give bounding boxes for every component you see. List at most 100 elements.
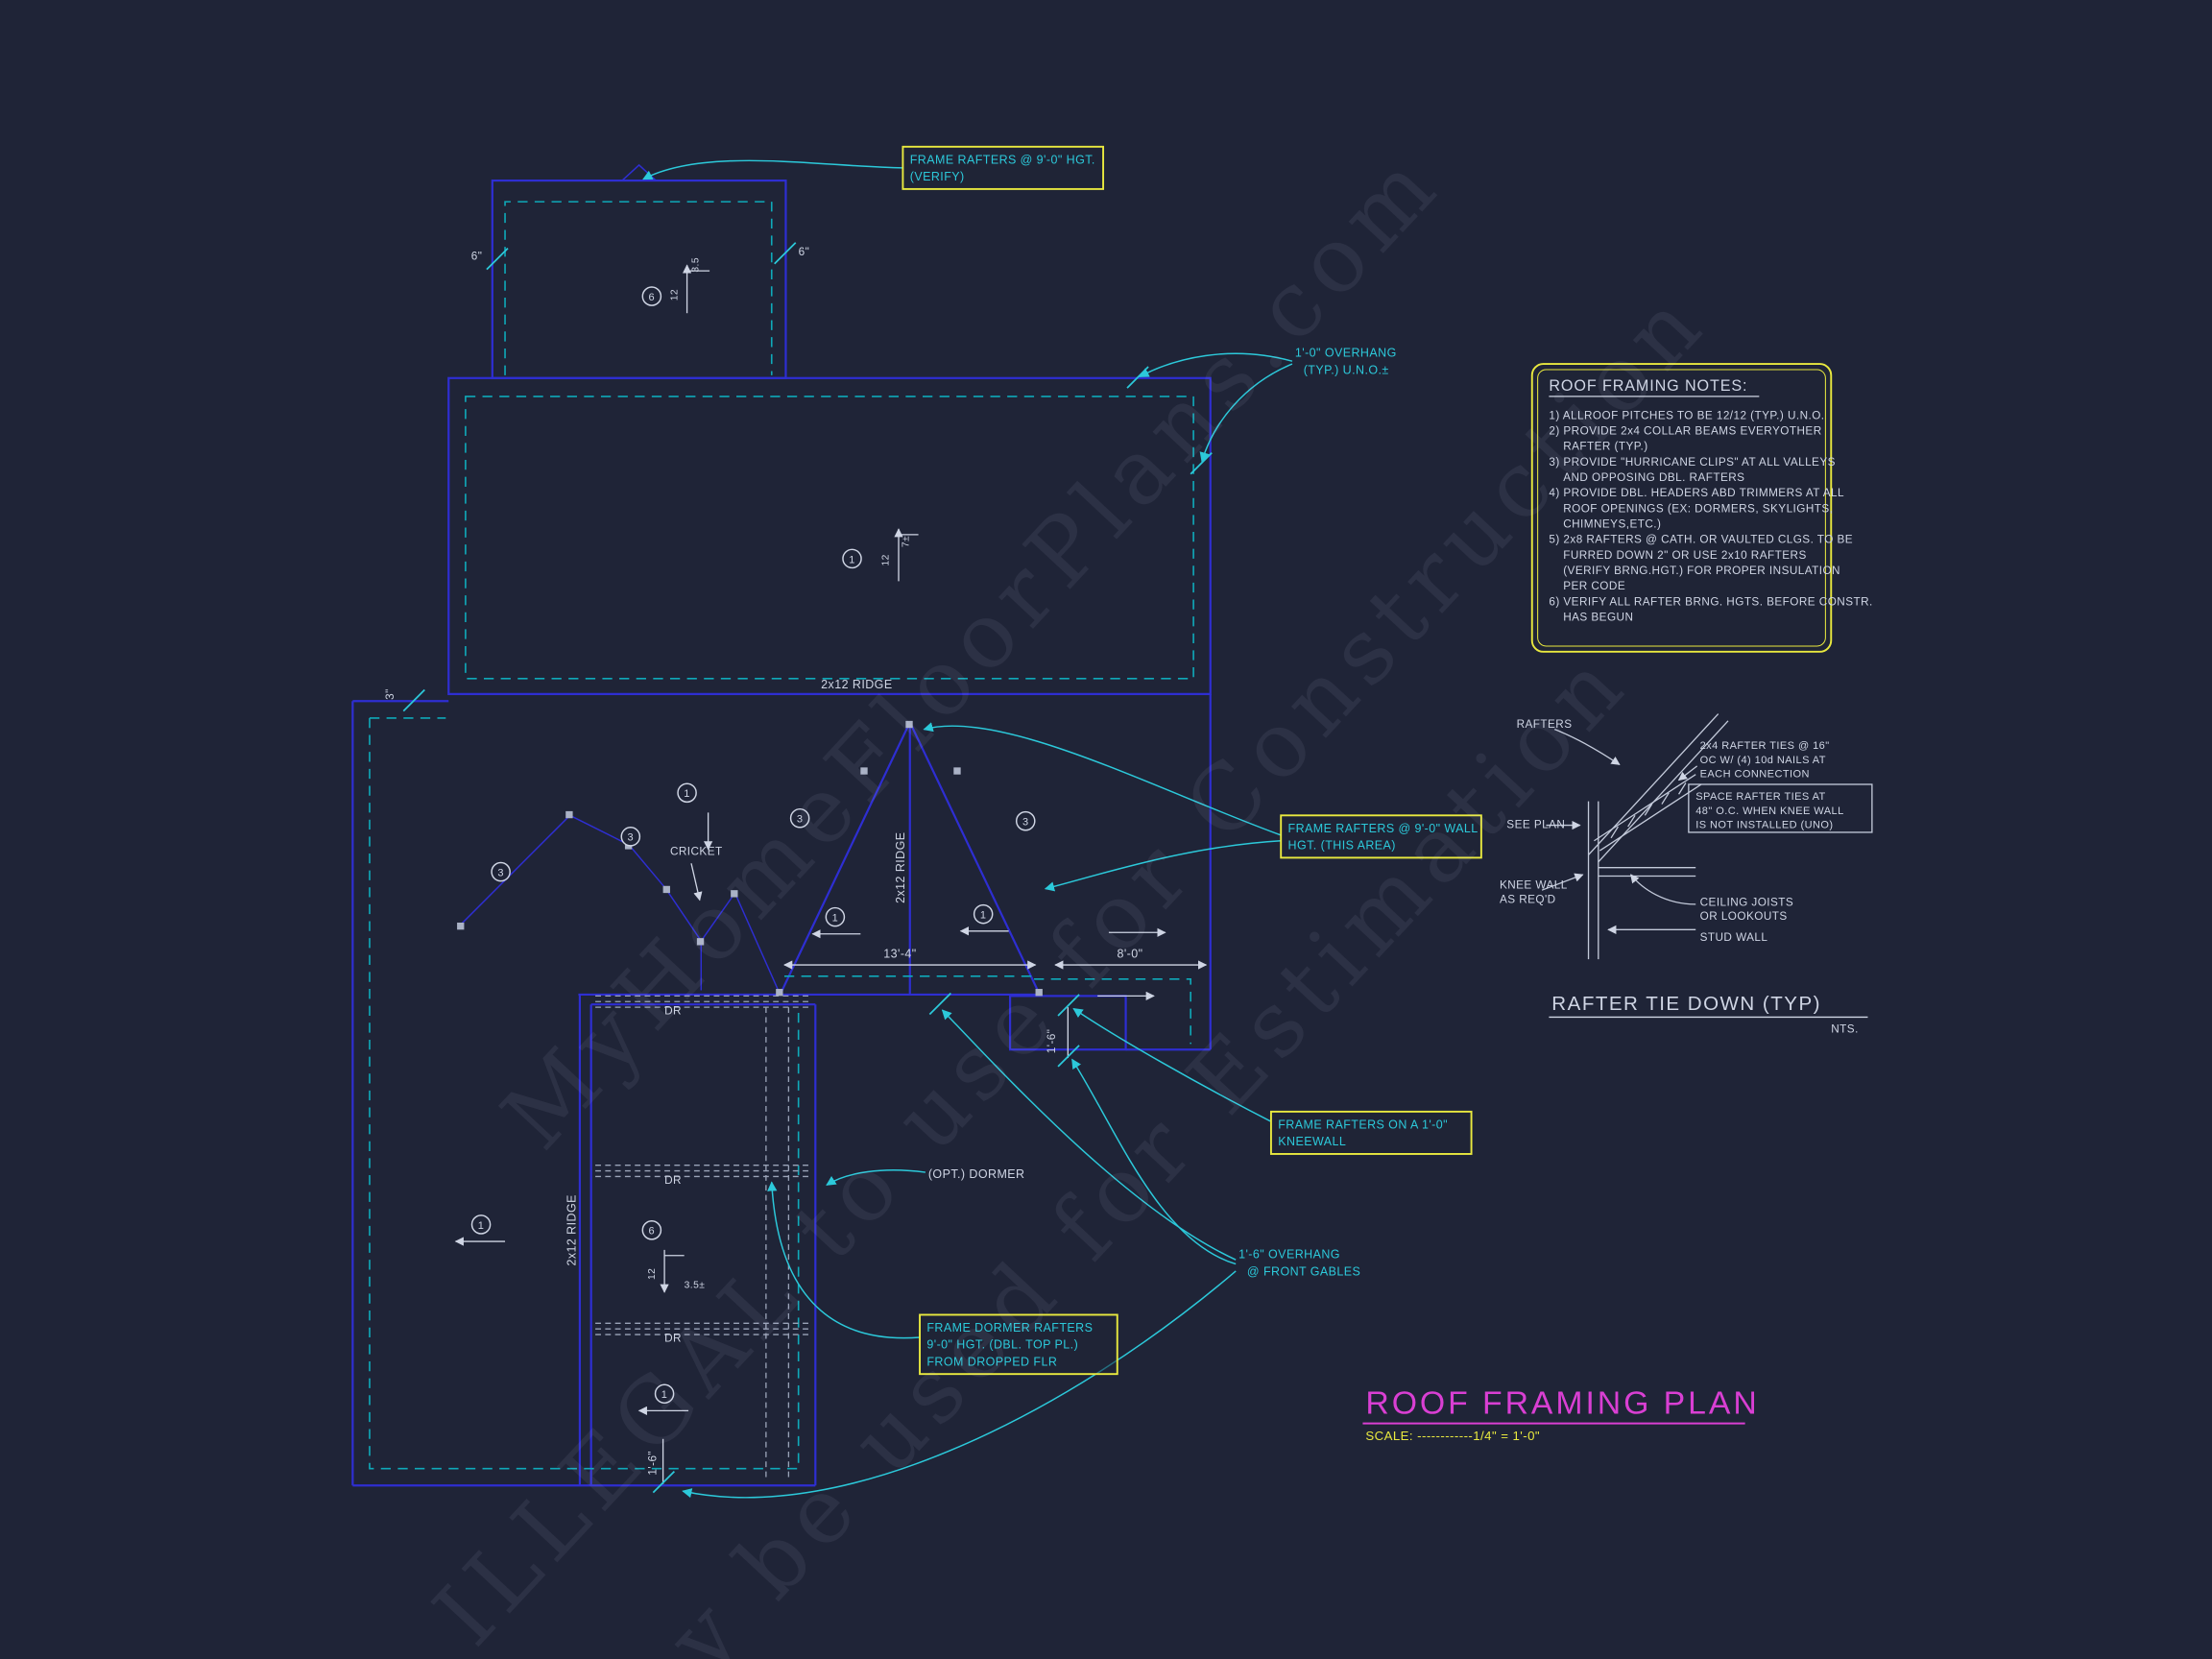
rafter-tie-down-detail: RAFTERS 2x4 RAFTER TIES @ 16" OC W/ (4) … [1500, 713, 1873, 1036]
dormer-linework [595, 995, 810, 1479]
dim-1-6-vertical: 1'-6" [1046, 1029, 1058, 1054]
detail-title: RAFTER TIE DOWN (TYP) [1551, 993, 1821, 1015]
plan-walls [351, 163, 1212, 1487]
dimensions [402, 242, 1213, 1494]
svg-text:HAS BEGUN: HAS BEGUN [1549, 612, 1633, 624]
dr-label-2: DR [664, 1174, 682, 1187]
svg-text:2) PROVIDE 2x4 COLLAR BEAMS EV: 2) PROVIDE 2x4 COLLAR BEAMS EVERYOTHER [1549, 425, 1821, 438]
svg-text:1: 1 [661, 1389, 668, 1401]
roof-framing-notes: ROOF FRAMING NOTES: 1) ALLROOF PITCHES T… [1530, 363, 1872, 653]
notes-title: ROOF FRAMING NOTES: [1549, 377, 1747, 395]
slope-arrows [454, 812, 1166, 1416]
svg-text:6: 6 [649, 1226, 656, 1238]
callout-frame-rafters-verify: FRAME RAFTERS @ 9'-0" HGT. (VERIFY) [902, 145, 1105, 190]
dim-1-6-bottom: 1'-6" [646, 1451, 659, 1476]
marker-1-valley: 1 [677, 782, 697, 804]
svg-text:(VERIFY): (VERIFY) [910, 170, 965, 183]
dim-8-0: 8'-0" [1117, 948, 1142, 961]
dim-3: 3" [384, 688, 397, 700]
svg-text:1: 1 [684, 788, 690, 800]
detail-nts: NTS. [1831, 1023, 1859, 1036]
sheet-scale: SCALE: ------------1/4" = 1'-0" [1365, 1429, 1540, 1443]
svg-text:FURRED DOWN 2" OR USE 2x10 RAF: FURRED DOWN 2" OR USE 2x10 RAFTERS [1549, 549, 1806, 562]
opt-dormer-label: (OPT.) DORMER [928, 1167, 1025, 1181]
detail-stud-wall: STUD WALL [1700, 931, 1768, 944]
pitch-35-top: 3.5 [690, 257, 701, 273]
svg-text:3) PROVIDE "HURRICANE CLIPS" A: 3) PROVIDE "HURRICANE CLIPS" AT ALL VALL… [1549, 456, 1836, 469]
dr-label-1: DR [664, 1004, 682, 1017]
svg-text:4) PROVIDE DBL. HEADERS ABD TR: 4) PROVIDE DBL. HEADERS ABD TRIMMERS AT … [1549, 487, 1844, 499]
svg-text:2x4 RAFTER TIES @ 16": 2x4 RAFTER TIES @ 16" [1700, 740, 1830, 752]
svg-text:PER CODE: PER CODE [1549, 580, 1625, 592]
svg-text:1: 1 [478, 1220, 485, 1232]
dr-label-3: DR [664, 1332, 682, 1344]
plan-overhang-dashed [369, 201, 1194, 1470]
cyan-annotations: 1'-0" OVERHANG (TYP.) U.N.O.± 1'-6" OVER… [1238, 347, 1396, 1279]
sheet-title: ROOF FRAMING PLAN [1365, 1384, 1759, 1421]
callout-frame-rafters-wall-hgt: FRAME RAFTERS @ 9'-0" WALL HGT. (THIS AR… [1280, 814, 1482, 859]
svg-text:1: 1 [849, 554, 855, 565]
svg-text:OR LOOKOUTS: OR LOOKOUTS [1700, 910, 1788, 923]
detail-rafters-label: RAFTERS [1517, 718, 1573, 731]
leader-lines [642, 159, 1293, 1499]
svg-text:(TYP.) U.N.O.±: (TYP.) U.N.O.± [1304, 363, 1389, 376]
svg-text:IS NOT INSTALLED (UNO): IS NOT INSTALLED (UNO) [1695, 820, 1833, 831]
svg-text:FRAME RAFTERS ON A 1'-0": FRAME RAFTERS ON A 1'-0" [1278, 1118, 1448, 1132]
marker-3-d: 3 [1015, 810, 1036, 831]
svg-text:3: 3 [628, 832, 635, 844]
svg-text:1: 1 [832, 913, 839, 925]
svg-text:SPACE RAFTER TIES AT: SPACE RAFTER TIES AT [1695, 791, 1826, 803]
svg-text:1) ALLROOF PITCHES TO BE 12/1: 1) ALLROOF PITCHES TO BE 12/12 (TYP.) U.… [1549, 409, 1824, 421]
pitch-12-main: 12 [881, 554, 892, 565]
svg-text:FRAME RAFTERS @ 9'-0" HGT.: FRAME RAFTERS @ 9'-0" HGT. [910, 153, 1095, 166]
marker-1-lower-left: 1 [470, 1214, 492, 1235]
marker-6-top: 6 [641, 286, 662, 306]
svg-text:FRAME DORMER RAFTERS: FRAME DORMER RAFTERS [926, 1321, 1093, 1334]
plan-labels: 2x12 RIDGE 2x12 RIDGE 2x12 RIDGE CRICKET… [384, 246, 1142, 1476]
marker-1-lower-mid: 1 [654, 1383, 675, 1405]
marker-3-b: 3 [620, 827, 641, 847]
marker-1-main: 1 [842, 548, 862, 569]
callout-frame-rafters-kneewall: FRAME RAFTERS ON A 1'-0" KNEEWALL [1269, 1110, 1473, 1155]
svg-text:3: 3 [797, 814, 804, 826]
pitch-7-main: 7± [901, 536, 911, 547]
svg-text:1: 1 [980, 910, 987, 922]
detail-knee-wall: KNEE WALL [1500, 879, 1568, 892]
pitch-12-dormer: 12 [647, 1268, 658, 1280]
svg-text:ROOF OPENINGS (EX: DORMERS, SK: ROOF OPENINGS (EX: DORMERS, SKYLIGHTS, [1549, 502, 1833, 515]
pitch-35-dormer: 3.5± [685, 1281, 706, 1291]
svg-text:HGT. (THIS AREA): HGT. (THIS AREA) [1288, 839, 1396, 853]
svg-text:May be used for Estimation: May be used for Estimation [536, 629, 1649, 1659]
pitch-12-top: 12 [669, 289, 680, 301]
svg-text:(VERIFY BRNG.HGT.) FOR PROPER: (VERIFY BRNG.HGT.) FOR PROPER INSULATION [1549, 565, 1840, 577]
overhang-front-note: 1'-6" OVERHANG [1238, 1248, 1340, 1262]
svg-text:@ FRONT GABLES: @ FRONT GABLES [1247, 1264, 1360, 1278]
svg-text:KNEEWALL: KNEEWALL [1278, 1135, 1346, 1148]
svg-text:FROM DROPPED FLR: FROM DROPPED FLR [926, 1355, 1057, 1368]
cricket-label: CRICKET [670, 845, 723, 857]
ridge-label-vertical-2: 2x12 RIDGE [565, 1194, 579, 1265]
svg-text:AS REQ'D: AS REQ'D [1500, 893, 1556, 905]
dim-6-right: 6" [799, 246, 810, 258]
svg-text:3: 3 [497, 867, 504, 878]
svg-text:AND OPPOSING DBL. RAFTERS: AND OPPOSING DBL. RAFTERS [1549, 471, 1744, 484]
svg-text:FRAME RAFTERS @ 9'-0" WALL: FRAME RAFTERS @ 9'-0" WALL [1288, 822, 1479, 835]
detail-ceiling-joists: CEILING JOISTS [1700, 896, 1794, 908]
dim-6-left: 6" [471, 250, 483, 262]
svg-text:9'-0" HGT. (DBL. TOP PL.): 9'-0" HGT. (DBL. TOP PL.) [926, 1338, 1078, 1352]
svg-text:48" O.C. WHEN KNEE WALL: 48" O.C. WHEN KNEE WALL [1695, 805, 1843, 817]
marker-6-dormer: 6 [641, 1220, 662, 1240]
svg-text:5) 2x8 RAFTERS @ CATH. OR VAUL: 5) 2x8 RAFTERS @ CATH. OR VAULTED CLGS. … [1549, 534, 1853, 546]
title-block: ROOF FRAMING PLAN SCALE: ------------1/4… [1362, 1384, 1759, 1443]
dim-13-4: 13'-4" [883, 948, 916, 961]
svg-text:CHIMNEYS,ETC.): CHIMNEYS,ETC.) [1549, 518, 1661, 531]
circled-markers: 6 1 1 1 1 1 1 6 3 3 3 3 [470, 286, 1036, 1405]
callout-frame-dormer-rafters: FRAME DORMER RAFTERS 9'-0" HGT. (DBL. TO… [919, 1313, 1118, 1376]
marker-1-gable-left: 1 [825, 906, 846, 927]
ridge-label-horizontal: 2x12 RIDGE [821, 678, 892, 691]
svg-text:6: 6 [649, 292, 656, 303]
svg-text:OC W/ (4) 10d NAILS AT: OC W/ (4) 10d NAILS AT [1700, 755, 1826, 766]
detail-see-plan: SEE PLAN [1506, 819, 1565, 831]
